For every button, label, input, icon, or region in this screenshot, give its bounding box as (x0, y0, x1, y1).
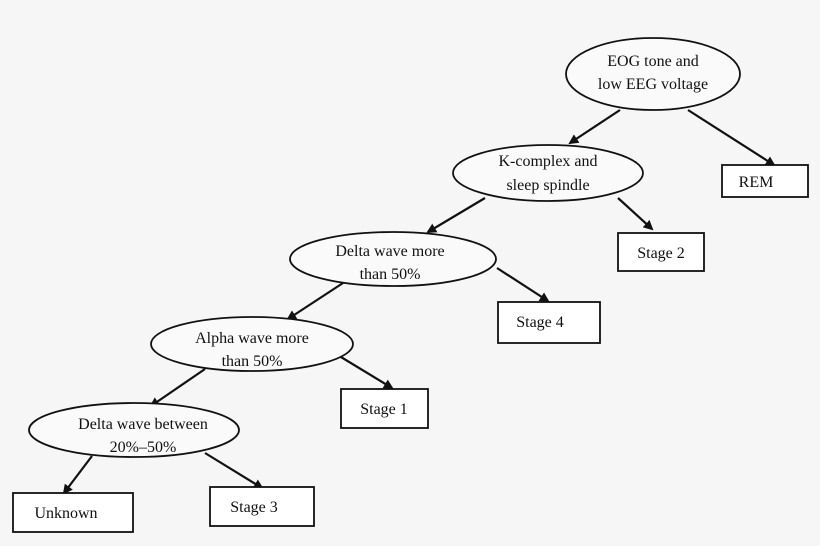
node-delta50: Delta wave more than 50% (289, 231, 497, 287)
node-kcomplex: K-complex and sleep spindle (452, 144, 644, 202)
node-alpha50: Alpha wave more than 50% (150, 316, 354, 372)
node-delta2050: Delta wave between 20%–50% (28, 402, 240, 458)
node-eog-line2: low EEG voltage (598, 76, 708, 93)
node-eog: EOG tone and low EEG voltage (565, 37, 741, 111)
node-kcomplex-line1: K-complex and (498, 153, 597, 170)
leaf-stage2: Stage 2 (617, 232, 705, 272)
leaf-stage3-label: Stage 3 (230, 499, 278, 516)
leaf-stage1: Stage 1 (340, 388, 429, 429)
node-alpha50-line2: than 50% (222, 353, 283, 370)
edges (62, 109, 776, 495)
leaf-stage1-label: Stage 1 (360, 401, 408, 418)
node-delta50-line1: Delta wave more (335, 243, 444, 260)
leaf-stage4: Stage 4 (497, 301, 601, 344)
edge-delta50-to-stage4 (496, 267, 550, 303)
edge-delta2050-to-stage3 (204, 452, 264, 490)
node-delta50-line2: than 50% (360, 266, 421, 283)
leaf-stage4-label: Stage 4 (516, 314, 564, 331)
leaf-unknown: Unknown (12, 492, 134, 533)
node-eog-line1: EOG tone and (607, 53, 699, 70)
leaf-rem-label: REM (739, 174, 774, 191)
edge-delta2050-to-unknown (62, 455, 93, 495)
leaf-stage2-label: Stage 2 (637, 245, 685, 262)
leaf-unknown-label: Unknown (34, 505, 97, 522)
edge-kcomplex-to-stage2 (617, 197, 654, 231)
edge-alpha50-to-stage1 (335, 353, 394, 390)
edge-kcomplex-to-delta50 (426, 197, 486, 234)
edge-eog-to-rem (687, 109, 776, 167)
node-delta2050-line2: 20%–50% (110, 439, 177, 456)
leaf-stage3: Stage 3 (209, 486, 315, 527)
node-alpha50-line1: Alpha wave more (195, 330, 309, 347)
node-delta2050-line1: Delta wave between (78, 416, 208, 433)
edge-eog-to-kcomplex (568, 109, 621, 145)
edge-alpha50-to-delta2050 (149, 368, 206, 408)
leaf-rem: REM (721, 164, 809, 198)
node-kcomplex-line2: sleep spindle (506, 177, 589, 194)
edge-delta50-to-alpha50 (286, 282, 344, 321)
